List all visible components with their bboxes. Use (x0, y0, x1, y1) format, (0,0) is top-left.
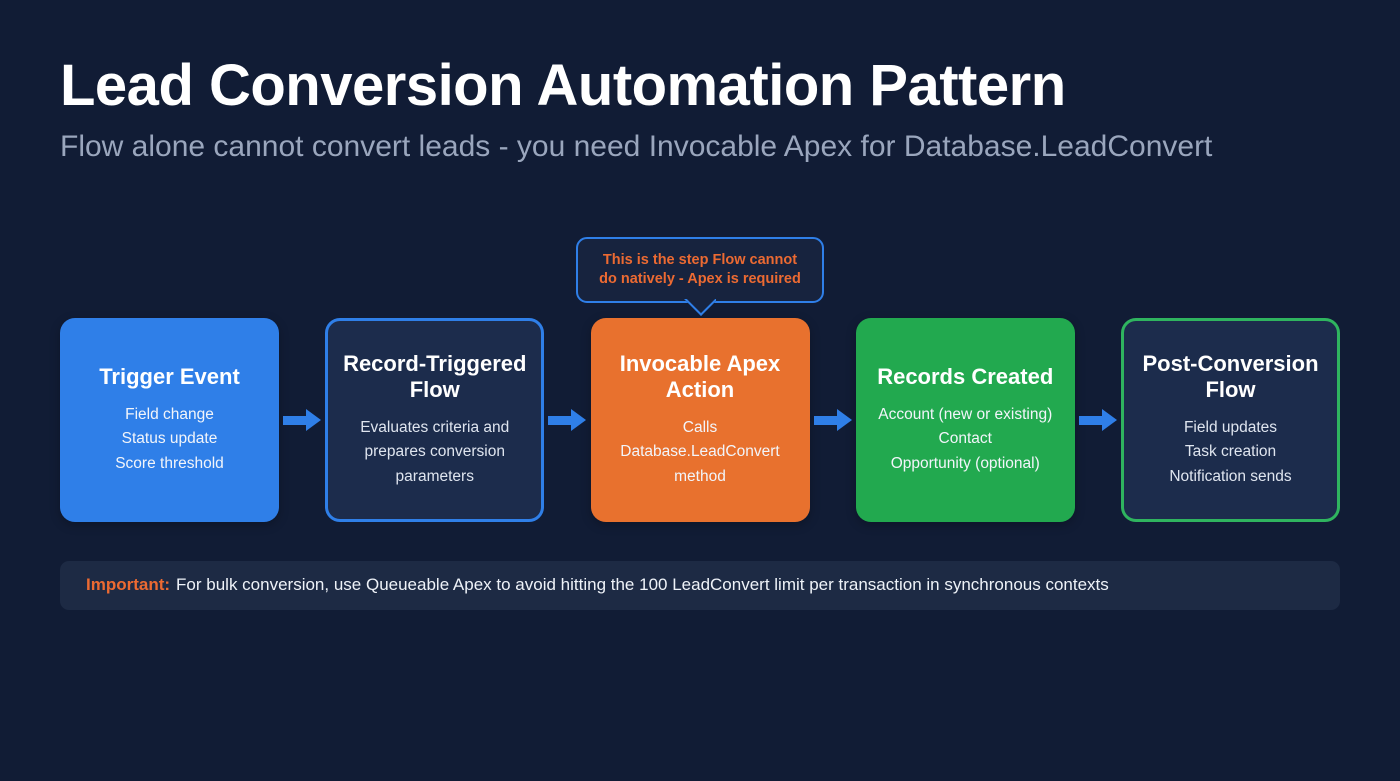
flow-step-invocable-apex-action[interactable]: Invocable Apex Action Calls Database.Lea… (590, 318, 810, 522)
step-title: Records Created (877, 363, 1054, 389)
arrow-right-icon (813, 409, 852, 431)
flow-step-post-conversion-flow[interactable]: Post-Conversion Flow Field updates Task … (1121, 318, 1340, 522)
flow-arrow-1 (279, 318, 325, 522)
step-title: Post-Conversion Flow (1142, 350, 1319, 402)
important-label: Important: (86, 575, 171, 595)
callout-text: This is the step Flow cannot do natively… (599, 251, 801, 289)
step-detail-line: Notification sends (1169, 467, 1292, 485)
arrow-right-icon (548, 409, 587, 431)
flow-row: Trigger Event Field change Status update… (60, 318, 1340, 522)
important-banner: Important:For bulk conversion, use Queue… (60, 561, 1340, 610)
step-details: Account (new or existing) Contact Opport… (878, 403, 1052, 476)
callout-tail-icon (684, 299, 716, 317)
flow-arrow-2 (544, 318, 590, 522)
page-title: Lead Conversion Automation Pattern (60, 53, 1066, 118)
step-detail-line: Contact (938, 430, 992, 448)
flow-step-record-triggered-flow[interactable]: Record-Triggered Flow Evaluates criteria… (325, 318, 545, 522)
step-detail-line: Field updates (1183, 418, 1278, 436)
important-banner-text: Important:For bulk conversion, use Queue… (86, 575, 1109, 595)
step-detail-line: Opportunity (optional) (890, 454, 1040, 472)
step-detail-line: Field change (125, 405, 214, 423)
flow-step-trigger-event[interactable]: Trigger Event Field change Status update… (60, 318, 279, 522)
flow-arrow-4 (1075, 318, 1121, 522)
important-message: For bulk conversion, use Queueable Apex … (176, 575, 1109, 595)
page-subtitle: Flow alone cannot convert leads - you ne… (60, 130, 1213, 164)
flow-step-records-created[interactable]: Records Created Account (new or existing… (855, 318, 1075, 522)
step-title: Trigger Event (99, 363, 240, 389)
step-title: Record-Triggered Flow (343, 350, 527, 402)
step-title: Invocable Apex Action (619, 350, 781, 402)
flow-arrow-3 (810, 318, 856, 522)
step-detail-line: Evaluates criteria and prepares conversi… (360, 418, 510, 485)
callout-bubble: This is the step Flow cannot do natively… (576, 237, 824, 303)
step-detail-line: Task creation (1184, 443, 1277, 461)
step-detail-line: Status update (121, 430, 218, 448)
step-details: Calls Database.LeadConvert method (603, 416, 798, 489)
header: Lead Conversion Automation Pattern Flow … (60, 53, 1360, 164)
step-detail-line: Account (new or existing) (878, 405, 1053, 423)
step-details: Evaluates criteria and prepares conversi… (340, 416, 529, 489)
arrow-right-icon (1078, 409, 1117, 431)
step-details: Field updates Task creation Notification… (1169, 416, 1291, 489)
callout-line-1: This is the step Flow cannot (602, 251, 798, 268)
step-detail-line: Score threshold (115, 454, 224, 472)
step-detail-line: Calls Database.LeadConvert method (620, 418, 780, 485)
step-details: Field change Status update Score thresho… (115, 403, 224, 476)
callout-line-2: do natively - Apex is required (599, 271, 801, 287)
arrow-right-icon (283, 409, 322, 431)
